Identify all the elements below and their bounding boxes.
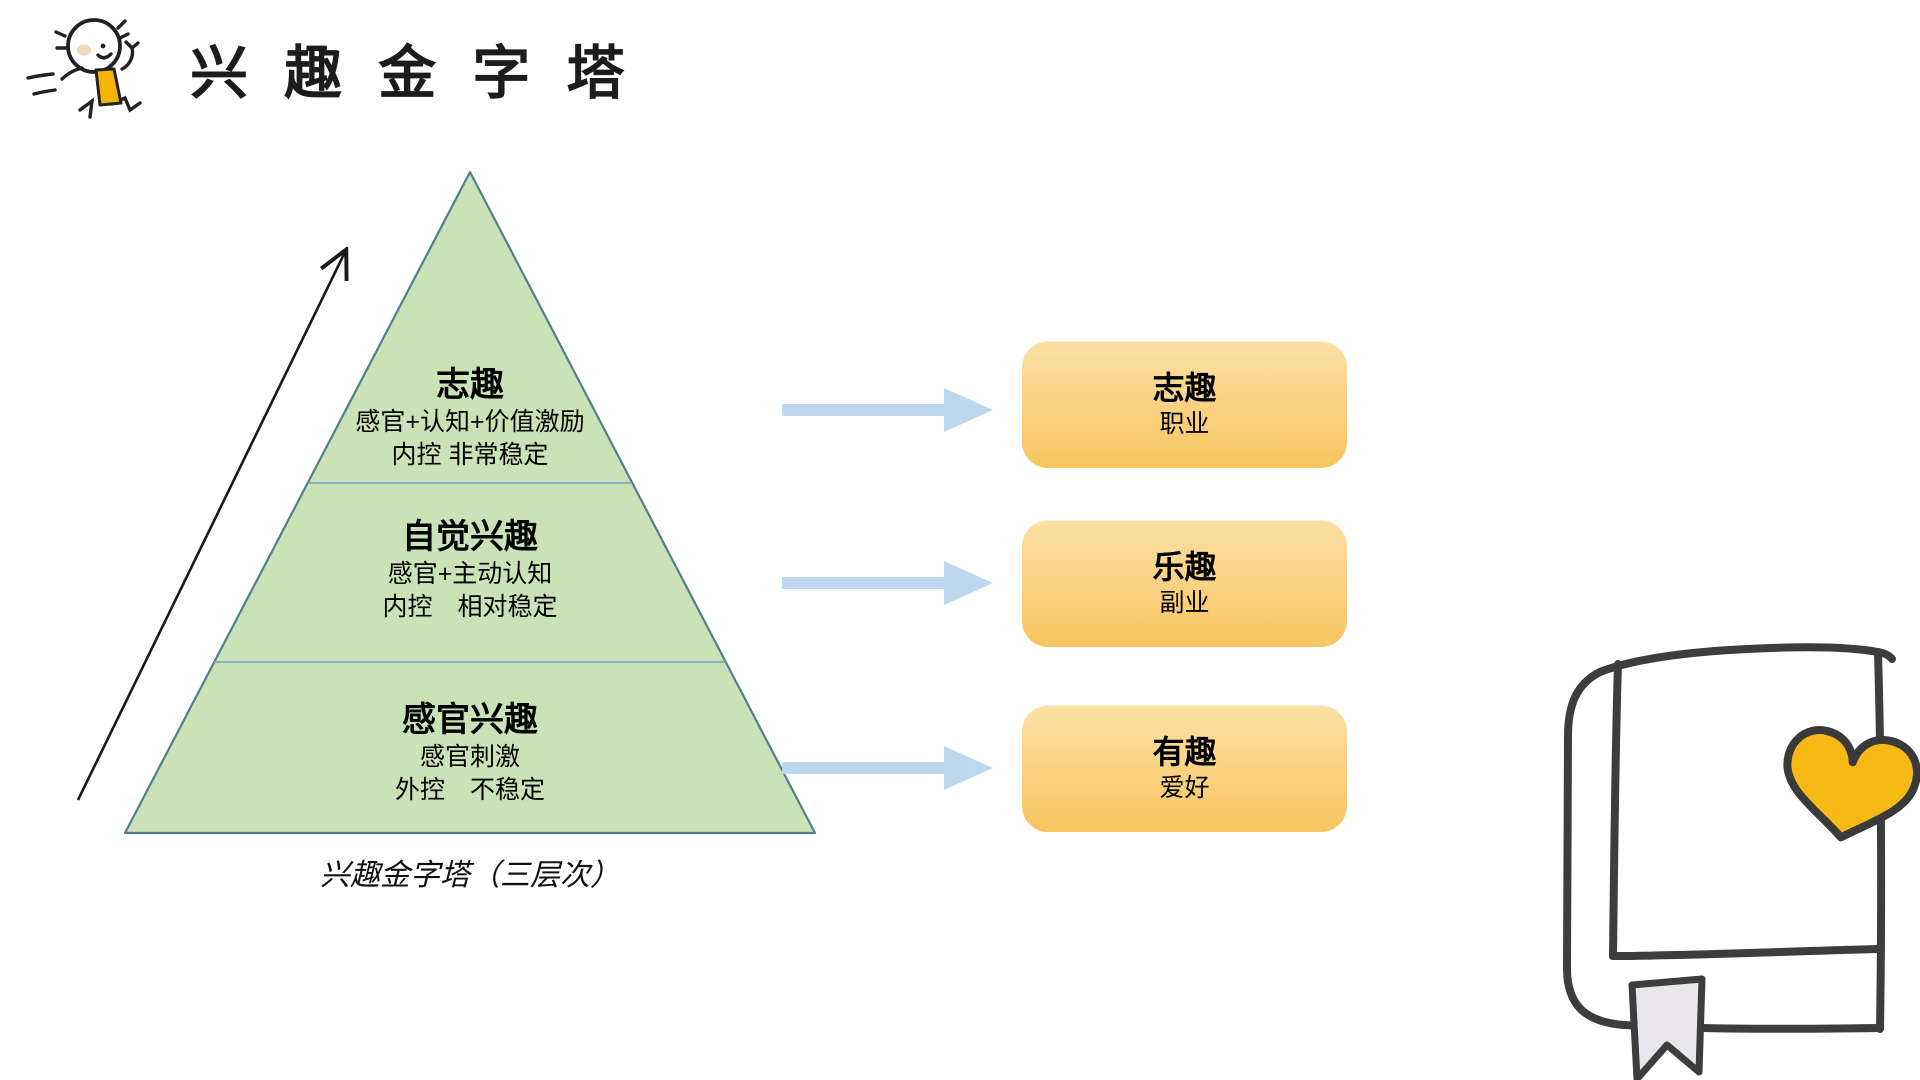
level-3-line-2: 外控 不稳定 (394, 776, 545, 804)
running-figure-logo-icon (26, 18, 142, 119)
eye-dot (100, 43, 106, 49)
up-trend-arrow (76, 252, 345, 801)
book-outline (1562, 643, 1896, 1033)
right-arrow-2 (782, 561, 993, 605)
outcome-box-2-title: 乐趣 (1152, 549, 1217, 585)
pyramid-caption: 兴趣金字塔（三层次） (320, 858, 620, 893)
level-2-line-2: 内控 相对稳定 (382, 593, 558, 621)
cheek-blush (77, 44, 91, 56)
outcome-box-2-subtitle: 副业 (1159, 589, 1210, 617)
outcome-box-3: 有趣 爱好 (1022, 705, 1347, 832)
mapping-arrows (782, 388, 993, 790)
level-1-line-2: 内控 非常稳定 (391, 441, 549, 469)
pyramid-level-1: 志趣 感官+认知+价值激励 内控 非常稳定 (270, 364, 670, 472)
page-title: 兴 趣 金 字 塔 (190, 41, 635, 106)
right-arrow-3 (782, 746, 993, 790)
outcome-box-1-title: 志趣 (1152, 370, 1217, 406)
outcome-box-2: 乐趣 副业 (1022, 520, 1347, 647)
level-1-line-1: 感官+认知+价值激励 (355, 408, 585, 436)
level-1-title: 志趣 (436, 366, 504, 404)
outcome-box-1-subtitle: 职业 (1159, 410, 1210, 438)
right-arrow-1 (782, 388, 993, 432)
bookmark-ribbon (1628, 975, 1706, 1080)
pyramid-level-2: 自觉兴趣 感官+主动认知 内控 相对稳定 (270, 516, 670, 624)
pyramid-shape (123, 170, 817, 835)
level-3-line-1: 感官刺激 (419, 743, 520, 771)
outcome-box-1: 志趣 职业 (1022, 341, 1347, 468)
outcome-box-3-subtitle: 爱好 (1159, 774, 1210, 802)
book-illustration (1562, 643, 1920, 1080)
outcome-box-3-title: 有趣 (1152, 734, 1217, 770)
level-3-title: 感官兴趣 (402, 701, 538, 739)
level-2-line-1: 感官+主动认知 (387, 560, 553, 588)
pyramid-level-3: 感官兴趣 感官刺激 外控 不稳定 (270, 699, 670, 807)
vest-shape (94, 67, 123, 107)
heart-icon (1783, 726, 1920, 842)
level-2-title: 自觉兴趣 (402, 518, 538, 556)
